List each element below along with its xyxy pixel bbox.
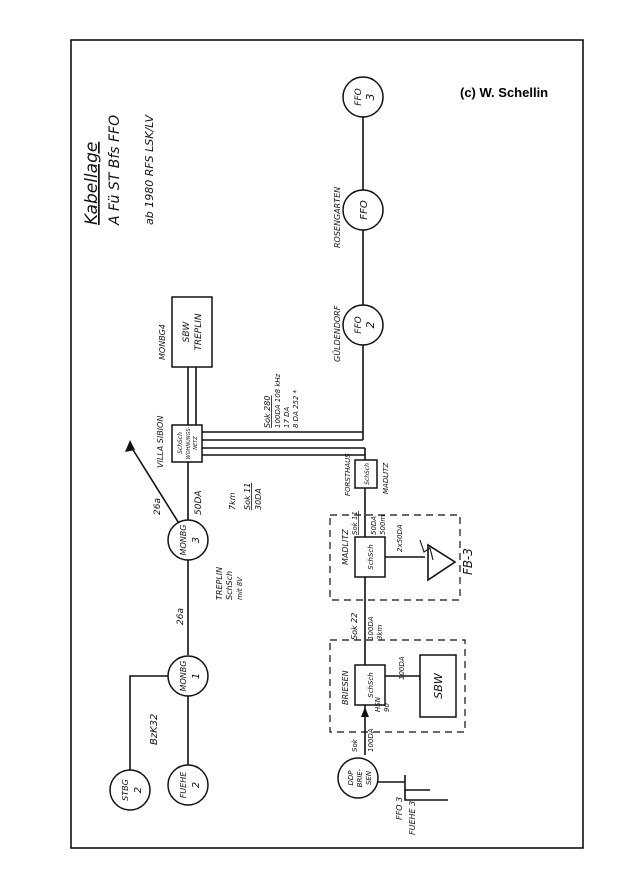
svg-text:2: 2 <box>133 787 144 793</box>
node-ffo2 <box>342 304 384 346</box>
svg-text:DDP: DDP <box>347 770 355 786</box>
box-briesen-schsch <box>354 664 386 706</box>
svg-text:3: 3 <box>364 94 377 101</box>
label-monbg4: MONBG4 <box>158 324 167 360</box>
box-madlitz-schsch <box>354 536 386 578</box>
label-2x50da: 2x50DA <box>396 524 404 552</box>
label-50da: 50DA <box>194 490 204 515</box>
label-100da-briesen: 100DA <box>398 656 406 680</box>
box-forsthaus <box>354 459 378 489</box>
node-monbg1 <box>167 655 209 697</box>
svg-text:SchSch: SchSch <box>364 463 371 485</box>
antenna-triangle-icon <box>427 543 457 582</box>
svg-text:BRIE-: BRIE- <box>356 768 364 787</box>
label-sok22: Sok 22 <box>350 613 359 640</box>
label-sok280: Sok 280 <box>263 396 272 428</box>
label-fb3: FB-3 <box>461 548 475 575</box>
label-forsthaus: FORSTHAUS <box>344 453 352 496</box>
svg-text:500m: 500m <box>379 515 387 535</box>
title-line3: ab 1980 RFS LSK/LV <box>143 113 156 225</box>
svg-text:SBW: SBW <box>432 672 445 699</box>
svg-text:SBW: SBW <box>182 321 192 343</box>
node-ffo-rosengarten <box>342 189 384 231</box>
box-villa-sibion <box>171 424 203 463</box>
svg-text:30DA: 30DA <box>254 488 263 510</box>
svg-text:SchSch: SchSch <box>225 571 234 600</box>
label-villa-sibion: VILLA SIBION <box>156 416 165 468</box>
svg-text:100DA: 100DA <box>367 616 375 640</box>
svg-text:NETZ: NETZ <box>193 436 199 450</box>
svg-text:3km: 3km <box>376 624 384 640</box>
label-rosengarten: ROSENGARTEN <box>333 187 342 248</box>
node-stbg2 <box>109 769 151 811</box>
svg-text:FFO: FFO <box>354 316 364 333</box>
label-briesen-area: BRIESEN <box>341 670 350 705</box>
svg-text:FFO: FFO <box>354 88 364 105</box>
area-briesen <box>329 639 466 733</box>
label-sok11-b: Sok 11 <box>351 511 359 535</box>
svg-text:TREPLIN: TREPLIN <box>194 313 204 351</box>
copyright-label: (c) W. Schellin <box>460 85 548 100</box>
label-gueldendorf: GÜLDENDORF <box>332 305 342 362</box>
node-fuehe2 <box>167 764 209 806</box>
box-sbw-treplin <box>171 296 213 368</box>
svg-text:SchSch: SchSch <box>177 432 184 454</box>
label-sok-ddp: Sok <box>351 738 359 752</box>
svg-text:SchSch: SchSch <box>367 672 375 697</box>
lightning-icon <box>419 539 434 561</box>
title-kabellage: Kabellage <box>82 142 102 225</box>
svg-text:1: 1 <box>191 673 202 679</box>
node-ffo3 <box>342 76 384 118</box>
svg-text:WOHNUNGS-: WOHNUNGS- <box>186 426 192 459</box>
svg-text:2: 2 <box>191 782 202 788</box>
node-ddp-briesen <box>337 757 379 799</box>
svg-text:SchSch: SchSch <box>367 544 375 569</box>
label-madlitz-side: MADLITZ <box>382 463 390 494</box>
svg-text:STBG: STBG <box>121 779 130 801</box>
svg-text:2: 2 <box>364 322 377 329</box>
page-frame <box>70 39 584 849</box>
svg-text:100DA: 100DA <box>367 728 375 752</box>
link-26a-arrow <box>129 444 181 526</box>
label-26a-top: 26a <box>153 498 163 515</box>
link-ddp-ffo3 <box>404 775 430 791</box>
label-madlitz-area: MADLITZ <box>341 529 350 565</box>
svg-text:FUEHE: FUEHE <box>179 771 188 799</box>
title-line2: A Fü ST Bfs FFO <box>107 115 123 226</box>
node-monbg3 <box>167 519 209 561</box>
svg-text:MONBG: MONBG <box>179 525 188 556</box>
link-ddp-fuehe3 <box>404 790 448 801</box>
label-treplin: TREPLIN <box>215 567 224 600</box>
label-hsn: HSN <box>374 696 382 712</box>
svg-text:100DA 108 kHz: 100DA 108 kHz <box>274 373 282 428</box>
svg-text:3: 3 <box>191 537 202 543</box>
label-26a-mid: 26a <box>176 608 186 625</box>
svg-text:90: 90 <box>383 703 391 712</box>
svg-text:SEN: SEN <box>365 770 373 785</box>
label-sok11-a: Sok 11 <box>243 483 252 510</box>
svg-text:8 DA 252 *: 8 DA 252 * <box>292 389 300 428</box>
label-fuehe3-bottom: FUEHE 3 <box>408 801 417 835</box>
svg-text:mit 8V: mit 8V <box>236 576 244 600</box>
box-sbw-briesen <box>419 654 457 718</box>
label-ffo3-bottom: FFO 3 <box>395 797 404 820</box>
svg-text:17 DA: 17 DA <box>283 406 291 428</box>
label-7km: 7km <box>228 492 237 510</box>
svg-text:MONBG: MONBG <box>179 661 188 692</box>
label-bzk32: BzK32 <box>149 714 160 745</box>
link-monbg1-stbg2 <box>129 675 172 775</box>
svg-text:50DA: 50DA <box>370 516 378 535</box>
svg-text:FFO: FFO <box>359 200 370 220</box>
area-fb3-madlitz <box>329 514 461 601</box>
